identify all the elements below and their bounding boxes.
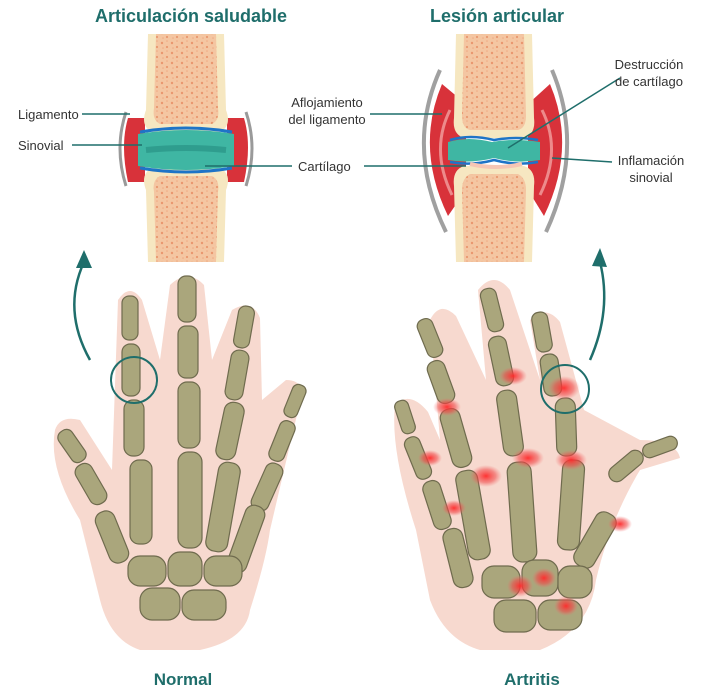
- label-synovial-inflammation: Inflamación sinovial: [612, 152, 690, 186]
- label-cartilage: Cartílago: [298, 158, 351, 175]
- lesion-cartilage: [448, 139, 540, 162]
- lesion-arrow: [590, 262, 604, 360]
- lesion-joint: [424, 34, 567, 262]
- healthy-joint: [120, 34, 252, 262]
- label-ligament: Ligamento: [18, 106, 79, 123]
- label-synovial-inflammation-line1: Inflamación: [612, 152, 690, 169]
- normal-caption: Normal: [83, 670, 283, 690]
- healthy-arrow: [74, 262, 90, 360]
- arthritis-caption: Artritis: [432, 670, 632, 690]
- normal-hand: [54, 276, 308, 650]
- label-ligament-loosening: Aflojamiento del ligamento: [282, 94, 372, 128]
- label-ligament-loosening-line1: Aflojamiento: [282, 94, 372, 111]
- label-synovial-inflammation-line2: sinovial: [612, 169, 690, 186]
- label-cartilage-destruction: Destrucción de cartílago: [608, 56, 690, 90]
- label-synovial: Sinovial: [18, 137, 64, 154]
- label-cartilage-destruction-line1: Destrucción: [608, 56, 690, 73]
- label-ligament-loosening-line2: del ligamento: [282, 111, 372, 128]
- arthritis-hand: [393, 280, 680, 650]
- label-cartilage-destruction-line2: de cartílago: [608, 73, 690, 90]
